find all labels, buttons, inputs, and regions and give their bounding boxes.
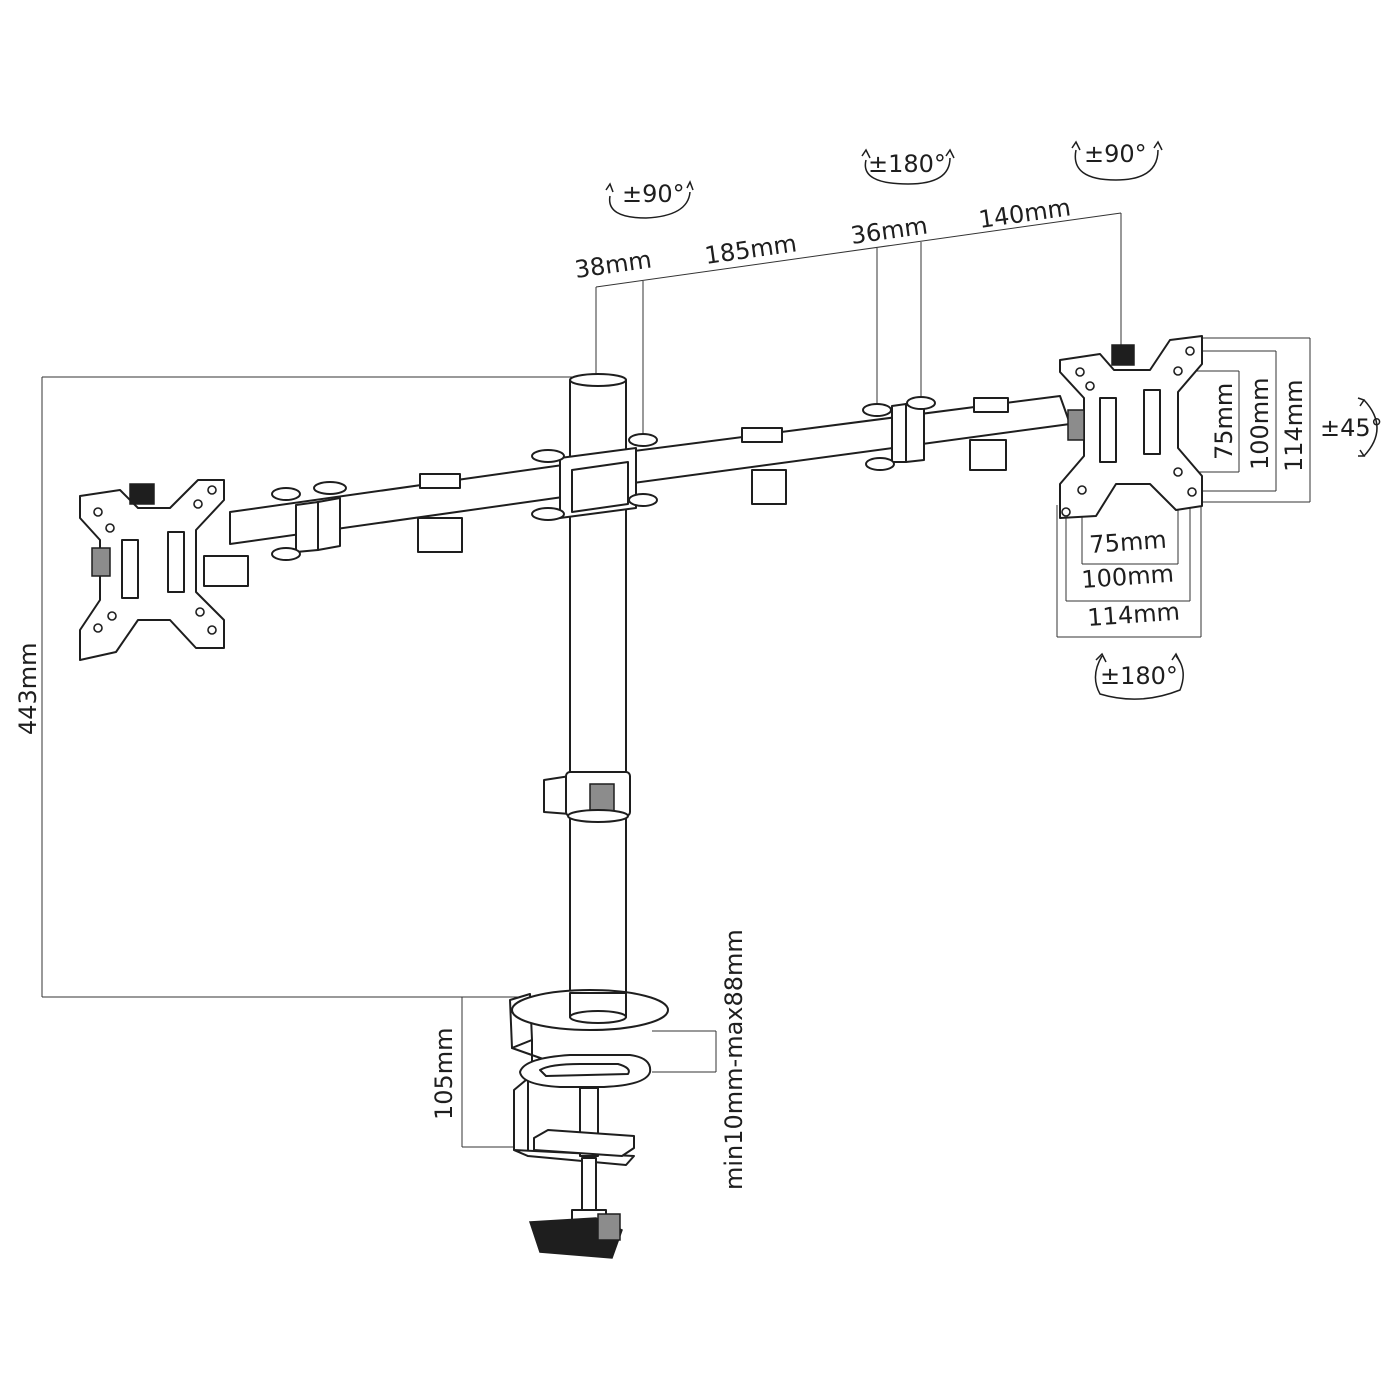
vesa-vertical-100: 100mm	[1246, 377, 1274, 470]
rotation-arrows	[605, 140, 1378, 700]
right-vesa-plate	[1059, 335, 1203, 519]
second-arm-dimension: 140mm	[977, 193, 1073, 234]
height-dimension: 443mm	[14, 642, 42, 735]
labels: ±90° ±180° ±90° ±45° ±180° 38mm 185mm 36…	[14, 140, 1383, 1190]
head-swivel-label: ±90°	[1084, 140, 1147, 168]
vesa-horizontal-100: 100mm	[1080, 560, 1174, 594]
desk-clamp	[509, 989, 669, 1259]
arm-joint-swivel-label: ±180°	[868, 150, 946, 178]
first-arm-dimension: 185mm	[703, 229, 799, 270]
head-rotate-label: ±180°	[1100, 662, 1178, 690]
vesa-horizontal-114: 114mm	[1086, 598, 1180, 632]
pole-swivel-label: ±90°	[622, 180, 685, 208]
dimension-lines	[41, 212, 1311, 1148]
left-arm	[203, 463, 571, 587]
left-vesa-plate	[79, 479, 225, 661]
pole-offset-dimension: 38mm	[573, 245, 653, 283]
joint-dimension: 36mm	[849, 211, 929, 249]
clamp-height-dimension: 105mm	[430, 1027, 458, 1120]
vesa-vertical-114: 114mm	[1280, 379, 1308, 472]
head-tilt-label: ±45°	[1320, 414, 1383, 442]
pole-head-block	[531, 433, 658, 521]
cable-clip	[543, 771, 631, 823]
vesa-horizontal-75: 75mm	[1088, 526, 1167, 559]
vesa-vertical-75: 75mm	[1210, 383, 1238, 460]
right-arm	[625, 395, 1071, 505]
desk-thickness-dimension: min10mm-max88mm	[720, 929, 748, 1190]
